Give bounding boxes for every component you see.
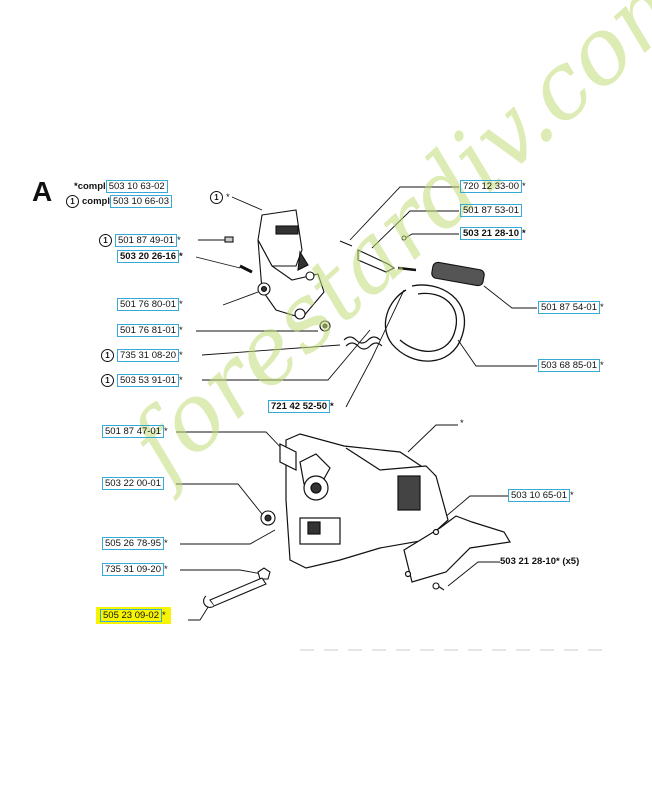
callout-501874701: 501 87 47-01* — [102, 425, 168, 438]
callout-721425250: 721 42 52-50* — [268, 400, 334, 413]
callout-503212810-x5: 503 21 28-10* (x5) — [500, 556, 579, 568]
callout-suffix: * — [179, 251, 183, 262]
callout-503202616: 503 20 26-16* — [117, 250, 183, 263]
callout-housing-star: * — [460, 418, 464, 430]
callout-suffix: * (x5) — [556, 556, 580, 567]
callout-suffix: * — [330, 401, 334, 412]
circle-1-icon: 1 — [101, 374, 114, 387]
small-parts — [203, 510, 445, 608]
highlight-box: 505 23 09-02* — [96, 607, 171, 624]
callout-suffix: * — [226, 192, 230, 204]
part-number[interactable]: 503 21 28-10 — [460, 227, 522, 240]
circle-1-icon: 1 — [210, 191, 223, 204]
part-number[interactable]: 501 76 81-01 — [117, 324, 179, 337]
brake-spring — [343, 336, 383, 350]
part-number[interactable]: 505 26 78-95 — [102, 537, 164, 550]
part-number[interactable]: 503 68 85-01 — [538, 359, 600, 372]
callout-503212810: 503 21 28-10* — [460, 227, 526, 240]
callout-suffix: * — [522, 181, 526, 192]
callout-suffix: * — [522, 228, 526, 239]
part-number[interactable]: 503 22 00-01 — [102, 477, 164, 490]
callout-suffix: * — [164, 538, 168, 549]
compl-a-part[interactable]: 503 10 63-02 — [105, 180, 168, 193]
clutch-cover — [279, 433, 449, 569]
callout-503220001: 503 22 00-01 — [102, 477, 164, 490]
callout-501875301: 501 87 53-01 — [460, 204, 522, 217]
callout-suffix: * — [179, 375, 183, 387]
circle-1-icon: 1 — [99, 234, 112, 247]
callout-501768101: 501 76 81-01* — [117, 324, 183, 337]
callout-suffix: * — [460, 418, 464, 429]
part-number[interactable]: 501 87 47-01 — [102, 425, 164, 438]
callout-suffix: * — [162, 610, 166, 621]
callout-suffix: * — [179, 325, 183, 336]
callout-735310920: 735 31 09-20* — [102, 563, 168, 576]
callout-suffix: * — [164, 426, 168, 437]
callout-suffix: * — [600, 302, 604, 313]
callout-503106501: 503 10 65-01* — [508, 489, 574, 502]
pivot-rod — [339, 235, 485, 287]
compl-a-prefix: *compl — [74, 181, 106, 192]
part-number[interactable]: 503 21 28-10 — [500, 556, 556, 567]
brake-band — [384, 284, 465, 362]
callout-505230902: 505 23 09-02* — [96, 607, 171, 624]
part-number[interactable]: 721 42 52-50 — [268, 400, 330, 413]
part-number[interactable]: 505 23 09-02 — [100, 609, 162, 622]
section-letter: A — [32, 176, 53, 207]
compl-b-prefix: compl — [82, 196, 110, 208]
callout-suffix: * — [164, 564, 168, 575]
callout-505267895: 505 26 78-95* — [102, 537, 168, 550]
part-number[interactable]: 501 76 80-01 — [117, 298, 179, 311]
callout-suffix: * — [177, 235, 181, 247]
callout-503688501: 503 68 85-01* — [538, 359, 604, 372]
part-number[interactable]: 503 20 26-16 — [117, 250, 179, 263]
callout-501768001: 501 76 80-01* — [117, 298, 183, 311]
guide-plate — [403, 515, 511, 583]
compl-b-part[interactable]: 503 10 66-03 — [109, 195, 172, 209]
part-number[interactable]: 720 12 33-00 — [460, 180, 522, 193]
part-number[interactable]: 735 31 08-20 — [117, 349, 179, 363]
leader-lines — [176, 186, 537, 621]
callout-c1: 1* — [210, 191, 230, 204]
part-number[interactable]: 501 87 49-01 — [115, 234, 177, 248]
circle-1-icon: 1 — [101, 349, 114, 362]
callout-suffix: * — [570, 490, 574, 501]
callout-suffix: * — [600, 360, 604, 371]
callout-720123300: 720 12 33-00* — [460, 180, 526, 193]
callout-suffix: * — [179, 350, 183, 362]
part-number[interactable]: 501 87 54-01 — [538, 301, 600, 314]
part-number[interactable]: 735 31 09-20 — [102, 563, 164, 576]
part-number[interactable]: 503 10 65-01 — [508, 489, 570, 502]
callout-501875401: 501 87 54-01* — [538, 301, 604, 314]
callout-suffix: * — [179, 299, 183, 310]
part-number[interactable]: 503 53 91-01 — [117, 374, 179, 388]
brake-lever-assembly — [224, 209, 331, 332]
part-number[interactable]: 501 87 53-01 — [460, 204, 522, 217]
circle-1-icon: 1 — [66, 195, 79, 208]
